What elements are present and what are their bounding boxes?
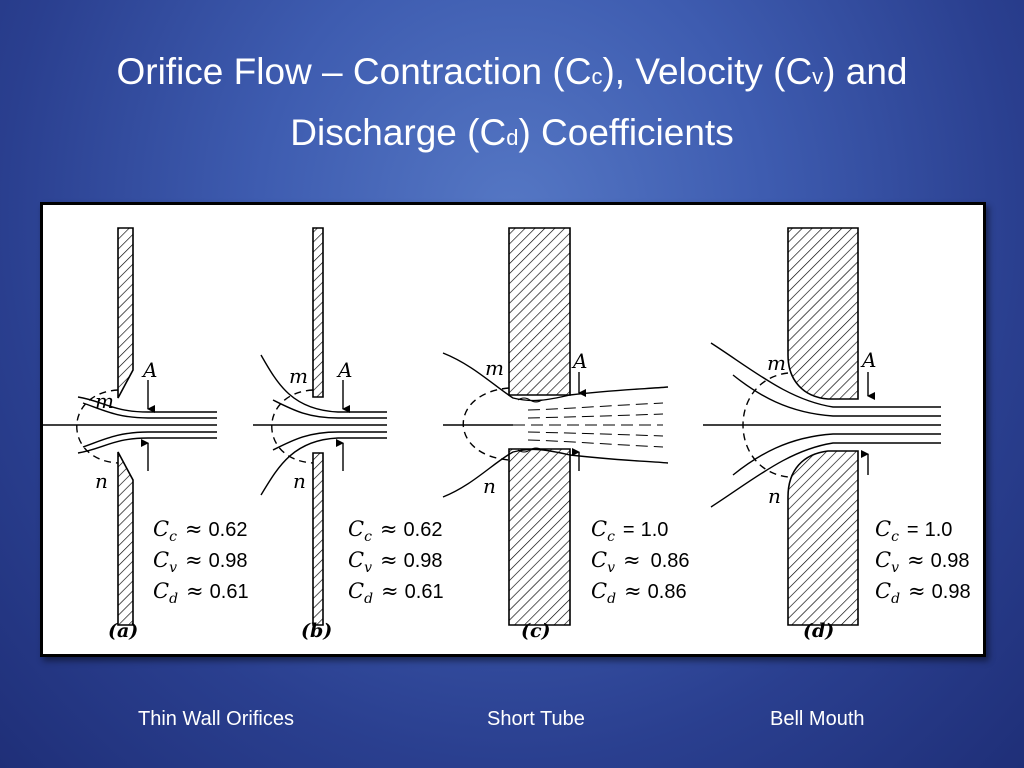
orifice-diagram-panel: A m n Cc≈0.62 Cv≈0.98 Cd≈0.61 (a) A m (40, 202, 986, 657)
coef-a-cv: Cv≈0.98 (153, 548, 248, 576)
panel-d-bell-mouth: A m n Cc=1.0 Cv≈0.98 Cd≈0.98 (d) (703, 227, 971, 642)
label-b-n: n (293, 469, 306, 493)
label-c-A: A (571, 349, 587, 373)
title-text: Discharge (C (290, 112, 507, 153)
label-a-A: A (141, 358, 157, 382)
title-line-1: Orifice Flow – Contraction (Cc), Velocit… (0, 44, 1024, 105)
control-surface-b (271, 389, 314, 464)
panel-a-thin-wall: A m n Cc≈0.62 Cv≈0.98 Cd≈0.61 (a) (43, 227, 249, 642)
eddies-c (517, 397, 543, 453)
wall-c-lower (508, 448, 571, 626)
tag-b: (b) (301, 620, 332, 642)
coef-a-cc: Cc≈0.62 (153, 517, 247, 545)
coef-b-cv: Cv≈0.98 (348, 548, 443, 576)
wall-d-upper (787, 227, 859, 400)
label-b-m: m (289, 364, 308, 388)
wall-d-lower (787, 450, 859, 626)
title-subscript: d (506, 125, 519, 150)
control-surface-c (462, 387, 510, 461)
coef-c-cv: Cv≈0.86 (591, 548, 690, 576)
title-text: ) and (823, 51, 908, 92)
label-a-n: n (95, 469, 108, 493)
wall-a-upper (117, 227, 134, 399)
label-c-m: m (485, 356, 504, 380)
title-subscript: c (591, 64, 603, 89)
caption-short-tube: Short Tube (487, 708, 585, 730)
label-d-m: m (767, 351, 786, 375)
title-text: ), Velocity (C (602, 51, 813, 92)
caption-bell-mouth: Bell Mouth (770, 708, 865, 730)
tag-a: (a) (108, 620, 138, 642)
coef-d-cv: Cv≈0.98 (875, 548, 970, 576)
wall-a-lower (117, 451, 134, 626)
title-text: ) Coefficients (518, 112, 734, 153)
title-text: Orifice Flow – Contraction (C (116, 51, 592, 92)
coef-c-cd: Cd≈0.86 (591, 579, 687, 607)
coef-d-cc: Cc=1.0 (875, 517, 952, 545)
wall-c-upper (508, 227, 571, 396)
title-subscript: v (812, 64, 824, 89)
label-b-A: A (336, 358, 352, 382)
coef-a-cd: Cd≈0.61 (153, 579, 249, 607)
wall-b-upper (312, 227, 324, 398)
caption-thin-wall-orifices: Thin Wall Orifices (138, 708, 294, 730)
streamlines-a (43, 396, 217, 454)
panel-b-thin-wall: A m n Cc≈0.62 Cv≈0.98 Cd≈0.61 (b) (253, 227, 444, 642)
label-d-n: n (768, 484, 781, 508)
coef-c-cc: Cc=1.0 (591, 517, 668, 545)
streamlines-b (253, 354, 387, 496)
coef-b-cc: Cc≈0.62 (348, 517, 442, 545)
label-c-n: n (483, 474, 496, 498)
tag-d: (d) (803, 620, 834, 642)
title-line-2: Discharge (Cd) Coefficients (0, 105, 1024, 166)
slide-title: Orifice Flow – Contraction (Cc), Velocit… (0, 44, 1024, 166)
control-surface-a (76, 389, 119, 464)
tag-c: (c) (521, 620, 551, 642)
streamlines-d (703, 342, 941, 508)
coef-d-cd: Cd≈0.98 (875, 579, 971, 607)
panel-c-short-tube: A m n Cc=1.0 Cv≈0.86 Cd≈0.86 (c) (442, 227, 690, 642)
orifice-diagram: A m n Cc≈0.62 Cv≈0.98 Cd≈0.61 (a) A m (43, 227, 971, 642)
label-a-m: m (95, 389, 114, 413)
label-d-A: A (860, 348, 876, 372)
turbulent-flow-c (513, 402, 664, 448)
coef-b-cd: Cd≈0.61 (348, 579, 444, 607)
wall-b-lower (312, 452, 324, 626)
